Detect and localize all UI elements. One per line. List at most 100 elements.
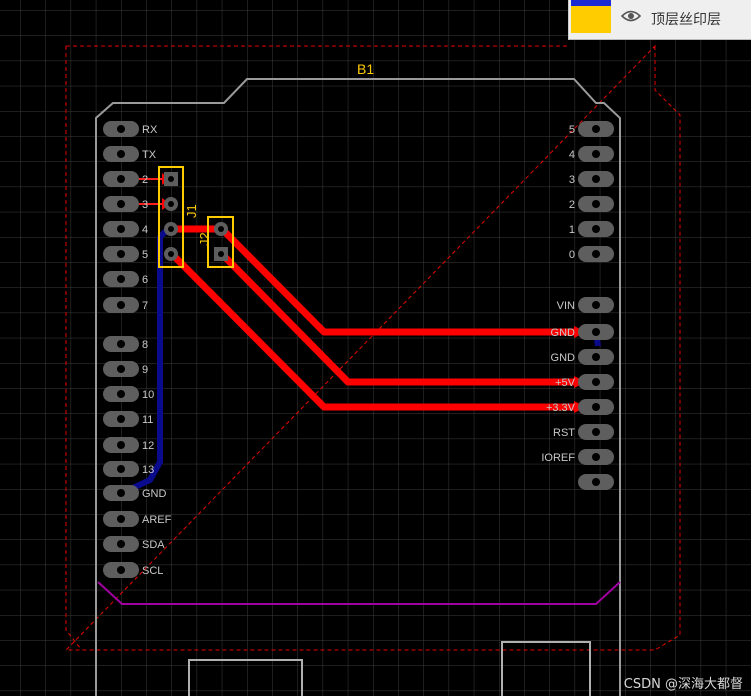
bottom-trace[interactable] [120, 226, 171, 496]
pad-label: IOREF [541, 452, 575, 464]
connector-j2[interactable]: J2 [197, 216, 234, 268]
pad-label: 3 [569, 174, 575, 186]
pad-hole [592, 150, 600, 158]
pad-label: 4 [569, 149, 575, 161]
board-label: B1 [357, 61, 374, 77]
pad-hole [592, 301, 600, 309]
eye-icon[interactable] [621, 9, 641, 23]
pad-label: 5 [569, 124, 575, 136]
pad-label: 5 [142, 249, 148, 261]
left-pin-6[interactable]: 6 [103, 271, 148, 287]
pad-hole [117, 515, 125, 523]
right-digital-pin-1[interactable]: 4 [569, 146, 614, 162]
right-power-pin-0[interactable]: VIN [557, 297, 614, 313]
right-power-pin-6[interactable]: IOREF [541, 449, 614, 465]
pad-label: 7 [142, 300, 148, 312]
right-power-pin-7[interactable] [578, 474, 614, 490]
trace-5v [219, 251, 580, 386]
pad-label: RX [142, 124, 158, 136]
pad-label: 6 [142, 274, 148, 286]
pad-hole [592, 478, 600, 486]
pad-hole [592, 328, 600, 336]
trace-3v3 [169, 251, 580, 411]
pad-hole [592, 250, 600, 258]
pad-label: GND [142, 488, 167, 500]
pad-label: +5V [555, 377, 576, 389]
pad-hole [117, 540, 125, 548]
pad-hole [117, 250, 125, 258]
pad-hole [117, 365, 125, 373]
left-pin-5[interactable]: 5 [103, 246, 148, 262]
left-pin-16[interactable]: SDA [103, 536, 165, 552]
pad-hole [117, 125, 125, 133]
right-digital-pin-0[interactable]: 5 [569, 121, 614, 137]
pad-hole [117, 200, 125, 208]
left-pin-11[interactable]: 11 [103, 411, 153, 427]
right-power-pin-1[interactable]: GND [551, 324, 614, 340]
pad-hole [592, 125, 600, 133]
connector-j1[interactable]: J1 [158, 166, 199, 268]
right-power-pin-4[interactable]: +3.3V [546, 399, 614, 415]
pad-hole [117, 150, 125, 158]
layer-color-swatch[interactable] [571, 0, 611, 33]
left-pin-2[interactable]: 2 [103, 171, 148, 187]
right-power-pin-2[interactable]: GND [551, 349, 614, 365]
pad-label: GND [551, 327, 576, 339]
right-digital-pin-4[interactable]: 1 [569, 221, 614, 237]
pad-hole [117, 275, 125, 283]
pad-label: 4 [142, 224, 148, 236]
left-pin-12[interactable]: 12 [103, 437, 154, 453]
pad-label: 11 [142, 414, 153, 426]
left-pin-1[interactable]: TX [103, 146, 157, 162]
left-pin-13[interactable]: 13 [103, 461, 154, 477]
pad-label: 1 [569, 224, 575, 236]
pad-hole [592, 200, 600, 208]
pad-hole [117, 301, 125, 309]
left-pin-10[interactable]: 10 [103, 386, 154, 402]
left-pin-3[interactable]: 3 [103, 196, 148, 212]
right-digital-pin-5[interactable]: 0 [569, 246, 614, 262]
pad-label: 0 [569, 249, 575, 261]
keepout-outline [64, 44, 681, 651]
left-pin-9[interactable]: 9 [103, 361, 148, 377]
left-pin-7[interactable]: 7 [103, 297, 148, 313]
pad-hole [592, 175, 600, 183]
left-pin-17[interactable]: SCL [103, 562, 163, 578]
trace-gnd [219, 226, 580, 336]
pad-hole [117, 175, 125, 183]
layer-name: 顶层丝印层 [651, 12, 721, 28]
right-power-pin-5[interactable]: RST [553, 424, 614, 440]
right-digital-pin-3[interactable]: 2 [569, 196, 614, 212]
pad-hole [117, 390, 125, 398]
watermark: CSDN @深海大都督 [623, 677, 743, 692]
layer-panel[interactable]: 顶层丝印层 [568, 0, 751, 40]
right-power-pin-3[interactable]: +5V [555, 374, 614, 390]
pad-hole [592, 225, 600, 233]
left-pin-0[interactable]: RX [103, 121, 158, 137]
pad-label: 12 [142, 440, 154, 452]
pad-label: 10 [142, 389, 154, 401]
left-pin-8[interactable]: 8 [103, 336, 148, 352]
pad-label: SCL [142, 565, 163, 577]
pad-hole [117, 441, 125, 449]
board-outline-bottom [188, 641, 591, 696]
pad-hole [592, 453, 600, 461]
pad-hole [117, 225, 125, 233]
pad-label: AREF [142, 514, 172, 526]
pad-label: RST [553, 427, 575, 439]
pad-label: TX [142, 149, 157, 161]
pad-label: +3.3V [546, 402, 576, 414]
purple-mechanical-line [97, 581, 621, 605]
right-digital-pin-2[interactable]: 3 [569, 171, 614, 187]
right-header-power: VIN GND GND +5V +3.3V RST IOREF [541, 297, 614, 490]
left-pin-4[interactable]: 4 [103, 221, 148, 237]
pad-label: 9 [142, 364, 148, 376]
left-pin-14[interactable]: GND [103, 485, 167, 501]
top-traces[interactable] [169, 225, 580, 411]
right-header-digital: 5 4 3 2 1 0 [569, 121, 614, 262]
pad-hole [117, 415, 125, 423]
pad-hole [592, 378, 600, 386]
left-pin-15[interactable]: AREF [103, 511, 172, 527]
